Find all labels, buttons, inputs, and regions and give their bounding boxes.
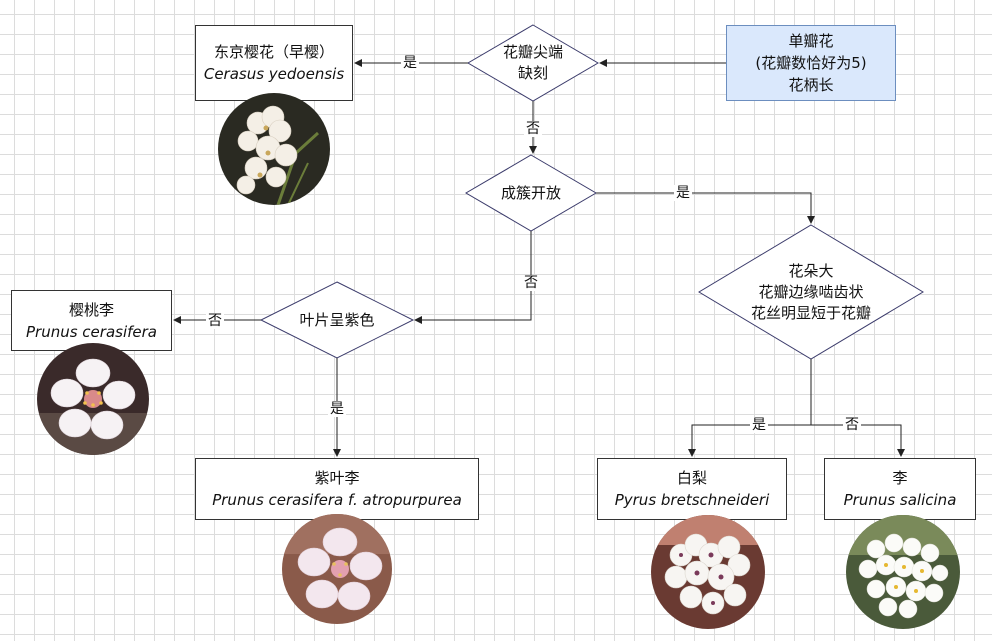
photo-pear bbox=[651, 515, 765, 629]
label-no-cluster: 否 bbox=[522, 275, 540, 291]
photo-yedoensis bbox=[218, 93, 330, 205]
species-pear-latin: Pyrus bretschneideri bbox=[614, 491, 770, 509]
decision-bigflower-line-2: 花瓣边缘啮齿状 bbox=[758, 282, 864, 301]
edge-bigflower-to-plum bbox=[811, 424, 905, 457]
decision-bigflower-line-1: 花朵大 bbox=[788, 261, 834, 280]
edge-bigflower-to-pear bbox=[688, 424, 811, 457]
species-yedoensis: 东京樱花（早樱） Cerasus yedoensis bbox=[195, 25, 353, 101]
decision-bigflower-line-3: 花丝明显短于花瓣 bbox=[750, 303, 871, 322]
label-yes-notch: 是 bbox=[401, 55, 419, 71]
edge-cluster-to-bigflower bbox=[596, 192, 815, 224]
species-atropurpurea-cn: 紫叶李 bbox=[314, 469, 360, 487]
species-pear-cn: 白梨 bbox=[676, 469, 707, 487]
species-plum-cn: 李 bbox=[892, 469, 908, 487]
decision-cluster: 成簇开放 bbox=[466, 155, 596, 231]
label-no-notch: 否 bbox=[524, 121, 542, 137]
photo-cerasifera bbox=[37, 343, 149, 455]
decision-purple: 叶片呈紫色 bbox=[261, 282, 413, 358]
decision-cluster-line-1: 成簇开放 bbox=[500, 183, 561, 202]
decision-bigflower: 花朵大 花瓣边缘啮齿状 花丝明显短于花瓣 bbox=[699, 225, 923, 359]
species-cerasifera-cn: 樱桃李 bbox=[68, 300, 114, 319]
label-yes-purple: 是 bbox=[328, 401, 346, 417]
decision-notch-line-1: 花瓣尖端 bbox=[502, 43, 563, 61]
root-node: 单瓣花 (花瓣数恰好为5) 花柄长 bbox=[726, 25, 896, 101]
root-line-3: 花柄长 bbox=[788, 76, 834, 94]
label-yes-bigflower: 是 bbox=[750, 417, 768, 433]
decision-notch: 花瓣尖端 缺刻 bbox=[468, 25, 598, 101]
species-pear: 白梨 Pyrus bretschneideri bbox=[597, 458, 787, 520]
decision-purple-line-1: 叶片呈紫色 bbox=[299, 310, 375, 329]
photo-plum bbox=[846, 515, 960, 629]
photo-atropurpurea bbox=[282, 514, 392, 624]
species-cerasifera-latin: Prunus cerasifera bbox=[25, 322, 157, 341]
species-atropurpurea-latin: Prunus cerasifera f. atropurpurea bbox=[212, 491, 462, 509]
species-yedoensis-latin: Cerasus yedoensis bbox=[203, 65, 345, 83]
root-line-2: (花瓣数恰好为5) bbox=[755, 54, 867, 72]
species-atropurpurea: 紫叶李 Prunus cerasifera f. atropurpurea bbox=[195, 458, 479, 520]
label-no-bigflower: 否 bbox=[843, 417, 861, 433]
edge-cluster-to-purple bbox=[414, 231, 532, 324]
decision-notch-line-2: 缺刻 bbox=[517, 64, 548, 82]
species-yedoensis-cn: 东京樱花（早樱） bbox=[213, 43, 334, 61]
root-line-1: 单瓣花 bbox=[788, 32, 834, 50]
label-no-purple: 否 bbox=[206, 313, 224, 329]
species-cerasifera: 樱桃李 Prunus cerasifera bbox=[11, 290, 172, 351]
label-yes-cluster: 是 bbox=[674, 185, 692, 201]
species-plum-latin: Prunus salicina bbox=[843, 491, 957, 509]
species-plum: 李 Prunus salicina bbox=[824, 458, 976, 520]
